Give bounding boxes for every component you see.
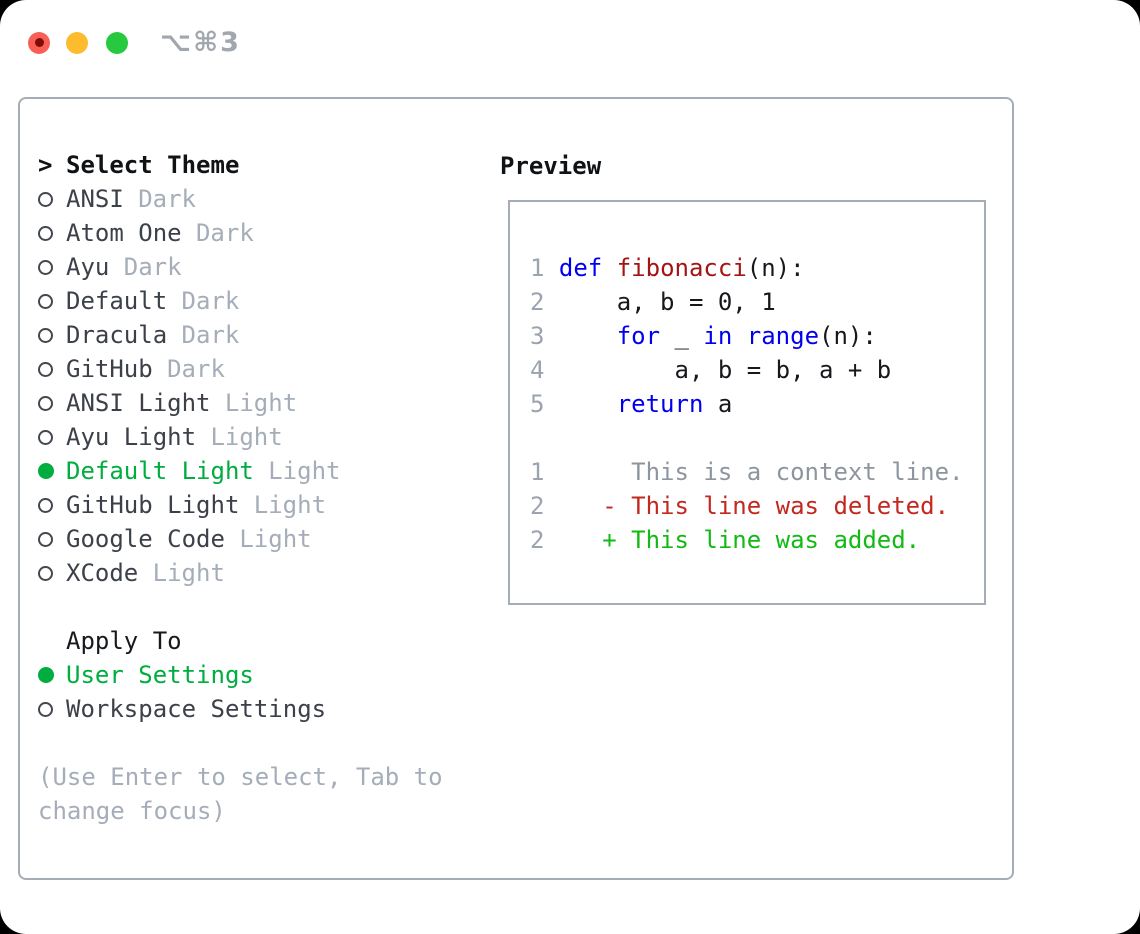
theme-variant-tag: Dark — [167, 355, 225, 383]
radio-marker — [38, 293, 66, 309]
theme-option-ansi[interactable]: ANSI Dark — [38, 182, 443, 216]
titlebar: ⌥⌘3 — [28, 27, 241, 58]
help-line-1: (Use Enter to select, Tab to — [38, 763, 443, 791]
zoom-button[interactable] — [106, 31, 128, 54]
radio-icon — [38, 259, 53, 275]
theme-name: XCode — [66, 559, 139, 587]
theme-variant-tag: Dark — [181, 287, 240, 315]
theme-name: Ayu Light — [66, 423, 197, 451]
theme-variant-tag: Dark — [181, 321, 240, 349]
radio-icon — [38, 361, 53, 377]
theme-variant-tag: Light — [224, 389, 298, 417]
radio-icon — [38, 429, 53, 445]
apply-option-user-settings[interactable]: User Settings — [38, 658, 443, 692]
theme-option-google-code[interactable]: Google Code Light — [38, 522, 443, 556]
radio-marker — [38, 565, 66, 581]
apply-to-title: Apply To — [66, 627, 182, 655]
theme-name: Dracula — [66, 321, 168, 349]
radio-icon — [38, 327, 53, 343]
minimize-button[interactable] — [66, 31, 88, 54]
theme-variant-tag: Light — [253, 491, 327, 519]
radio-marker — [38, 191, 66, 207]
close-button[interactable] — [28, 31, 50, 54]
theme-option-github[interactable]: GitHub Dark — [38, 352, 443, 386]
radio-marker — [38, 667, 66, 683]
theme-variant-tag: Dark — [195, 219, 254, 247]
radio-marker — [38, 497, 66, 513]
spacer — [38, 590, 443, 624]
theme-option-ayu-light[interactable]: Ayu Light Light — [38, 420, 443, 454]
theme-variant-tag: Dark — [123, 253, 182, 281]
apply-option-label: User Settings — [66, 661, 254, 689]
preview-line — [530, 421, 984, 455]
radio-icon — [38, 395, 53, 411]
theme-option-default[interactable]: Default Dark — [38, 284, 443, 318]
radio-icon — [38, 225, 53, 241]
preview-line: 1 This is a context line. — [530, 458, 964, 486]
theme-name: Atom One — [66, 219, 182, 247]
preview-line: 2 + This line was added. — [530, 526, 921, 554]
theme-option-atom-one[interactable]: Atom One Dark — [38, 216, 443, 250]
select-theme-title: Select Theme — [66, 151, 240, 179]
apply-to-header: Apply To — [38, 624, 443, 658]
apply-option-workspace-settings[interactable]: Workspace Settings — [38, 692, 443, 726]
theme-name: ANSI Light — [66, 389, 211, 417]
theme-variant-tag: Dark — [138, 185, 196, 213]
theme-option-dracula[interactable]: Dracula Dark — [38, 318, 443, 352]
preview-line: 2 a, b = 0, 1 — [530, 288, 776, 316]
radio-marker — [38, 429, 66, 445]
theme-name: Default — [66, 287, 168, 315]
radio-marker — [38, 361, 66, 377]
radio-selected-icon — [38, 667, 54, 683]
theme-name: GitHub Light — [66, 491, 240, 519]
preview-line: 3 for _ in range(n): — [530, 322, 877, 350]
theme-name: Default Light — [66, 457, 254, 485]
theme-variant-tag: Light — [210, 423, 283, 451]
radio-marker — [38, 259, 66, 275]
unsaved-dot-icon — [34, 38, 44, 47]
radio-marker — [38, 463, 66, 479]
radio-icon — [38, 191, 53, 207]
help-text: (Use Enter to select, Tab to change focu… — [38, 760, 443, 828]
radio-selected-icon — [38, 463, 54, 479]
theme-option-default-light[interactable]: Default Light Light — [38, 454, 443, 488]
radio-marker — [38, 327, 66, 343]
theme-option-xcode[interactable]: XCode Light — [38, 556, 443, 590]
theme-name: Google Code — [66, 525, 225, 553]
radio-icon — [38, 293, 53, 309]
theme-option-ansi-light[interactable]: ANSI Light Light — [38, 386, 443, 420]
radio-marker — [38, 225, 66, 241]
spacer — [38, 726, 443, 760]
window-shortcut-label: ⌥⌘3 — [160, 27, 241, 58]
theme-variant-tag: Light — [239, 525, 312, 553]
theme-option-github-light[interactable]: GitHub Light Light — [38, 488, 443, 522]
select-theme-header: > Select Theme — [38, 148, 443, 182]
preview-box: 1 def fibonacci(n): 2 a, b = 0, 1 3 for _ … — [508, 200, 986, 605]
theme-name: GitHub — [66, 355, 153, 383]
theme-name: ANSI — [66, 185, 124, 213]
help-line-2: change focus) — [38, 797, 226, 825]
preview-line: 2 - This line was deleted. — [530, 492, 950, 520]
preview-title: Preview — [500, 152, 602, 180]
theme-variant-tag: Light — [152, 559, 225, 587]
apply-option-label: Workspace Settings — [66, 695, 327, 723]
radio-marker — [38, 395, 66, 411]
theme-variant-tag: Light — [268, 457, 341, 485]
radio-marker — [38, 531, 66, 547]
preview-line: 5 return a — [530, 390, 733, 418]
radio-icon — [38, 497, 53, 513]
theme-option-ayu[interactable]: Ayu Dark — [38, 250, 443, 284]
prompt-icon: > — [38, 151, 53, 179]
theme-name: Ayu — [66, 253, 110, 281]
preview-line: 4 a, b = b, a + b — [530, 356, 892, 384]
radio-icon — [38, 701, 53, 717]
radio-icon — [38, 531, 53, 547]
radio-icon — [38, 565, 53, 581]
preview-line: 1 def fibonacci(n): — [530, 254, 805, 282]
radio-marker — [38, 701, 66, 717]
